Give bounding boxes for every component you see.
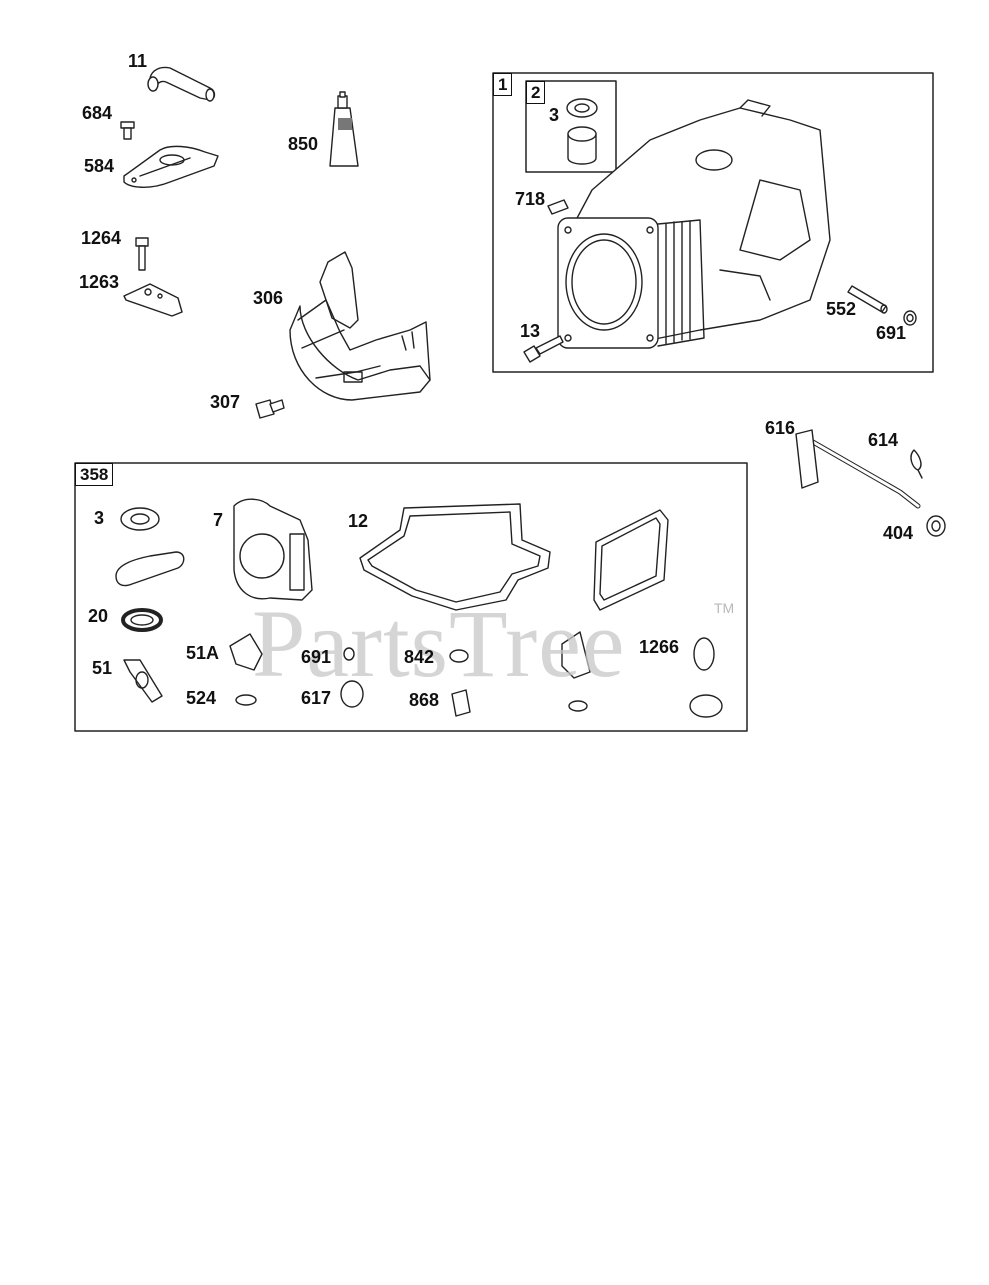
oring-842-part bbox=[449, 649, 469, 663]
part-label-584[interactable]: 584 bbox=[84, 156, 115, 176]
part-label-868[interactable]: 868 bbox=[409, 690, 440, 710]
part-label-7[interactable]: 7 bbox=[213, 510, 224, 530]
group-label-cylinder-assembly: 1 bbox=[493, 73, 513, 96]
gasket-51a-part bbox=[229, 633, 263, 671]
dowel-pin-718-part bbox=[547, 199, 569, 215]
oring-1266-part bbox=[693, 637, 715, 671]
part-label-3-gs[interactable]: 3 bbox=[94, 508, 105, 528]
oring-691-gs-part bbox=[343, 647, 355, 661]
trademark-mark: TM bbox=[714, 600, 735, 616]
bushing-3-part bbox=[566, 98, 598, 165]
part-label-552[interactable]: 552 bbox=[826, 299, 857, 319]
group-label-gasket-set: 358 bbox=[75, 463, 114, 486]
part-label-524[interactable]: 524 bbox=[186, 688, 217, 708]
valve-cover-gasket-part bbox=[593, 509, 669, 611]
head-gasket-7-part bbox=[233, 498, 313, 601]
part-label-404[interactable]: 404 bbox=[883, 523, 914, 543]
sealant-tube-part bbox=[329, 91, 359, 167]
part-label-51[interactable]: 51 bbox=[92, 658, 113, 678]
plug-868-part bbox=[451, 689, 471, 717]
governor-shaft-part bbox=[795, 429, 921, 509]
gasket-breather-part bbox=[115, 551, 185, 587]
part-label-1266[interactable]: 1266 bbox=[639, 637, 680, 657]
seal-3-gs-part bbox=[120, 507, 160, 531]
pin-552-part bbox=[847, 285, 888, 314]
breather-cover-part bbox=[123, 145, 219, 188]
shroud-part bbox=[289, 251, 431, 401]
part-label-1263[interactable]: 1263 bbox=[79, 272, 120, 292]
oring-524-part bbox=[235, 694, 257, 706]
oring-bottom-right-part bbox=[689, 694, 723, 718]
bolt-13-part bbox=[523, 335, 564, 363]
watermark: PartsTree bbox=[252, 590, 626, 697]
bushing-kit-frame bbox=[525, 80, 617, 173]
part-label-1264[interactable]: 1264 bbox=[81, 228, 122, 248]
part-label-20[interactable]: 20 bbox=[88, 606, 109, 626]
group-label-bushing-kit: 2 bbox=[526, 81, 546, 104]
screw-307-part bbox=[255, 399, 285, 419]
seal-691-top-part bbox=[903, 310, 917, 326]
plate-1263-part bbox=[123, 283, 183, 317]
washer-404-part bbox=[926, 515, 946, 537]
cylinder-block-part bbox=[557, 99, 831, 349]
part-label-614[interactable]: 614 bbox=[868, 430, 899, 450]
part-label-11[interactable]: 11 bbox=[128, 51, 148, 71]
part-label-617[interactable]: 617 bbox=[301, 688, 332, 708]
gasket-51-part bbox=[123, 659, 163, 703]
part-label-307[interactable]: 307 bbox=[210, 392, 241, 412]
screw-684-part bbox=[120, 121, 135, 140]
cylinder-assembly-frame bbox=[492, 72, 934, 373]
part-label-684[interactable]: 684 bbox=[82, 103, 113, 123]
hairpin-614-part bbox=[910, 449, 923, 479]
oring-617-part bbox=[340, 680, 364, 708]
part-label-616[interactable]: 616 bbox=[765, 418, 796, 438]
gasket-set-frame bbox=[74, 462, 748, 732]
part-label-718[interactable]: 718 bbox=[515, 189, 546, 209]
part-label-306[interactable]: 306 bbox=[253, 288, 284, 308]
sump-gasket-12-part bbox=[359, 503, 551, 611]
breather-tube-part bbox=[147, 66, 216, 102]
part-label-51a[interactable]: 51A bbox=[186, 643, 220, 663]
snap-ring-part bbox=[568, 700, 588, 712]
part-label-850[interactable]: 850 bbox=[288, 134, 319, 154]
part-label-13[interactable]: 13 bbox=[520, 321, 541, 341]
gasket-exhaust-part bbox=[561, 631, 591, 679]
bolt-1264-part bbox=[135, 237, 149, 271]
part-label-691-top[interactable]: 691 bbox=[876, 323, 907, 343]
part-label-691-gs[interactable]: 691 bbox=[301, 647, 332, 667]
part-label-3-top[interactable]: 3 bbox=[549, 105, 560, 125]
seal-20-part bbox=[121, 608, 163, 632]
part-label-12[interactable]: 12 bbox=[348, 511, 369, 531]
part-label-842[interactable]: 842 bbox=[404, 647, 435, 667]
